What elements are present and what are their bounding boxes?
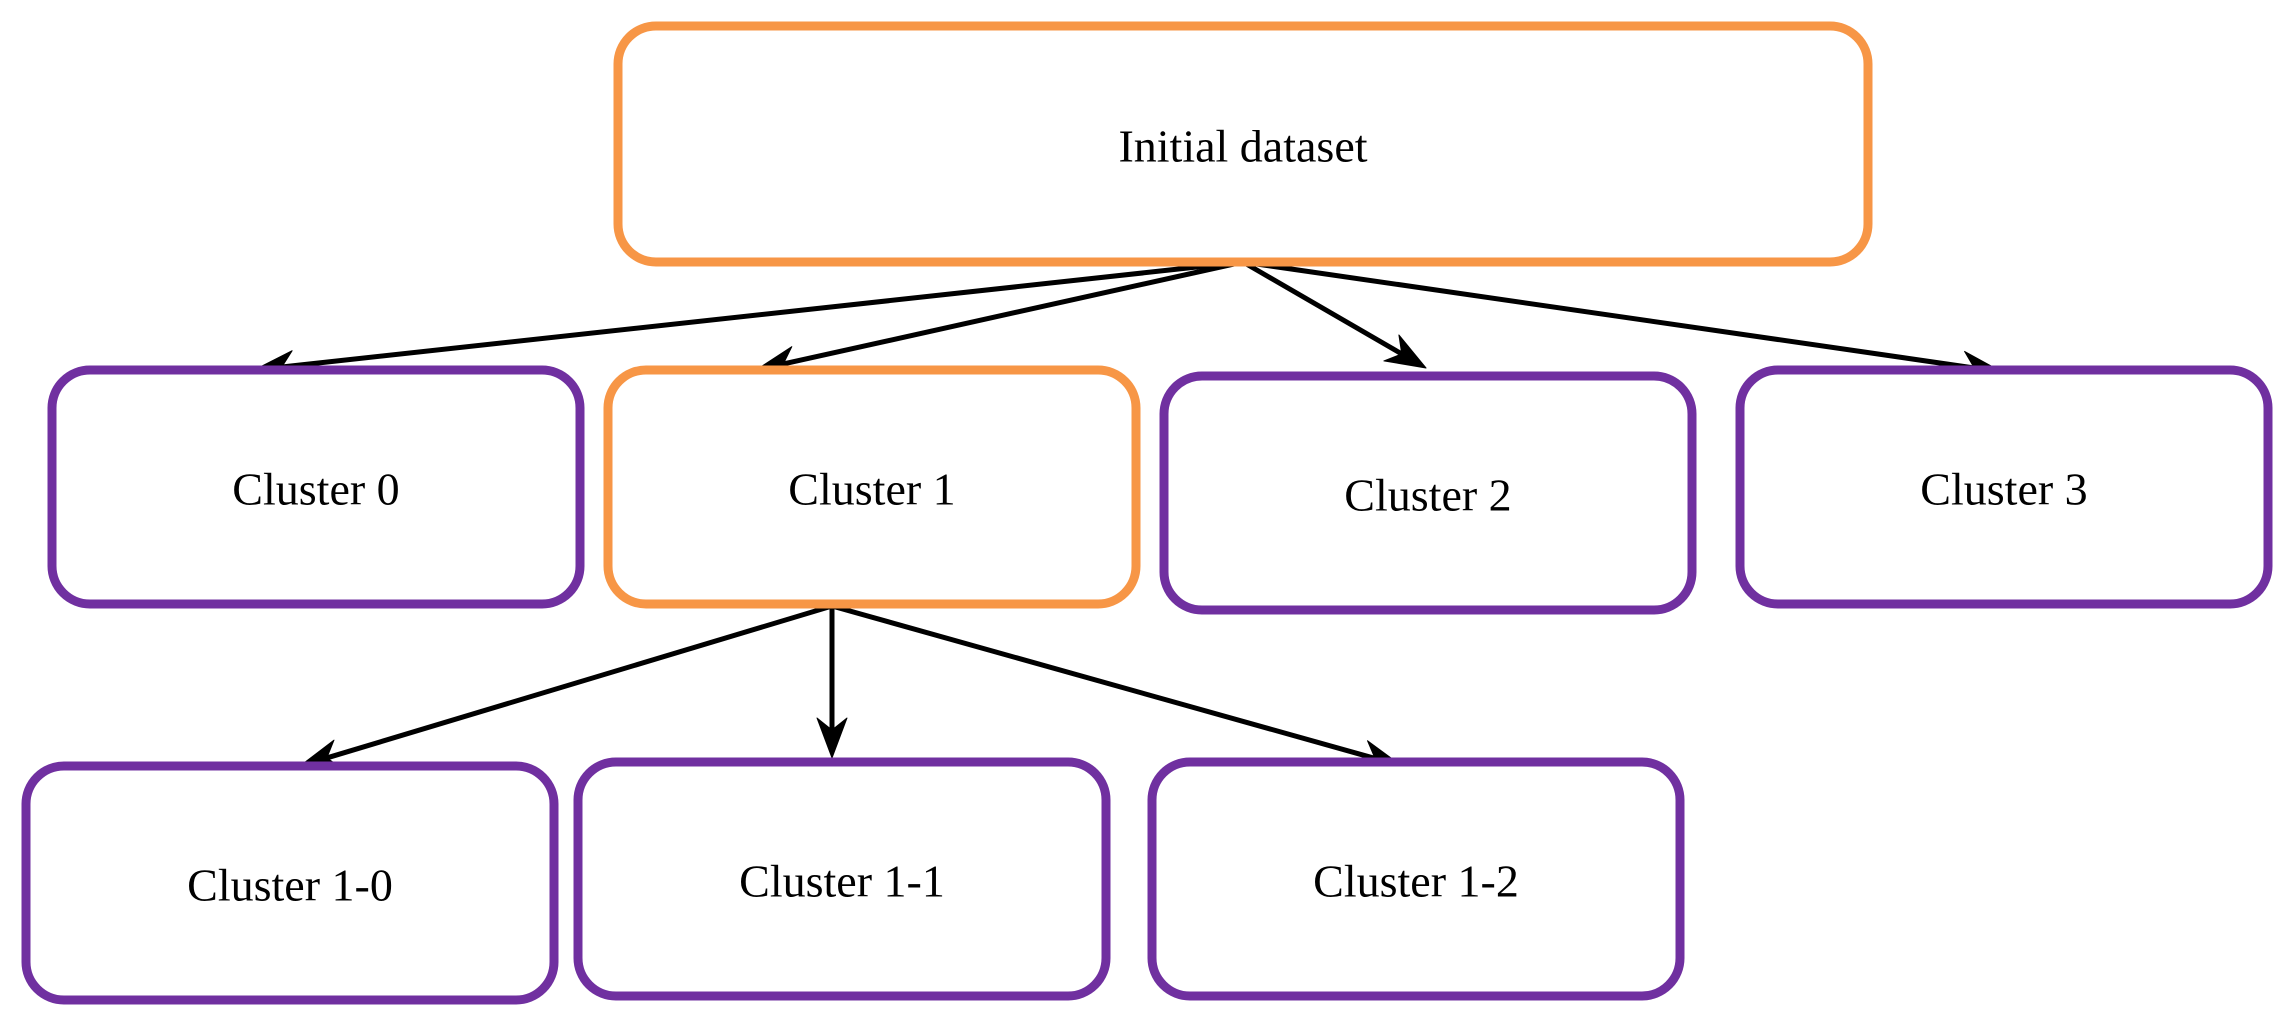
- node-label: Cluster 2: [1344, 470, 1511, 521]
- edge-line: [831, 603, 1376, 761]
- node-label: Cluster 1: [788, 464, 955, 515]
- node-box: [1147, 757, 1685, 1001]
- node-box: [1735, 365, 2273, 609]
- node-label: Cluster 1-0: [187, 860, 393, 911]
- edge-c1-to-c12: [831, 603, 1403, 771]
- edge-c1-to-c11: [816, 606, 848, 759]
- node-c11: Cluster 1-1: [573, 757, 1111, 1001]
- edge-initial-to-c1: [755, 259, 1244, 377]
- node-box: [603, 365, 1141, 609]
- edge-line: [782, 259, 1244, 367]
- node-c12: Cluster 1-2: [1147, 757, 1685, 1001]
- node-label: Cluster 3: [1920, 464, 2087, 515]
- node-label: Initial dataset: [1118, 121, 1367, 172]
- node-c10: Cluster 1-0: [21, 761, 559, 1005]
- edge-initial-to-c0: [253, 259, 1244, 382]
- edge-line: [281, 259, 1244, 370]
- edge-initial-to-c3: [1242, 259, 2003, 382]
- edge-line: [1241, 259, 1404, 357]
- node-box: [613, 21, 1873, 267]
- node-box: [573, 757, 1111, 1001]
- edge-initial-to-c2: [1241, 259, 1427, 369]
- edge-line: [326, 603, 833, 761]
- node-box: [21, 761, 559, 1005]
- node-c1: Cluster 1: [603, 365, 1141, 609]
- node-box: [1159, 371, 1697, 615]
- arrowhead-icon: [1383, 334, 1427, 369]
- node-c0: Cluster 0: [47, 365, 585, 609]
- node-label: Cluster 1-1: [739, 856, 945, 907]
- node-c3: Cluster 3: [1735, 365, 2273, 609]
- edge-c1-to-c10: [299, 603, 833, 770]
- arrowhead-icon: [816, 717, 848, 759]
- node-c2: Cluster 2: [1159, 371, 1697, 615]
- node-initial: Initial dataset: [613, 21, 1873, 267]
- edge-line: [1242, 259, 1975, 371]
- node-box: [47, 365, 585, 609]
- node-label: Cluster 1-2: [1313, 856, 1519, 907]
- node-label: Cluster 0: [232, 464, 399, 515]
